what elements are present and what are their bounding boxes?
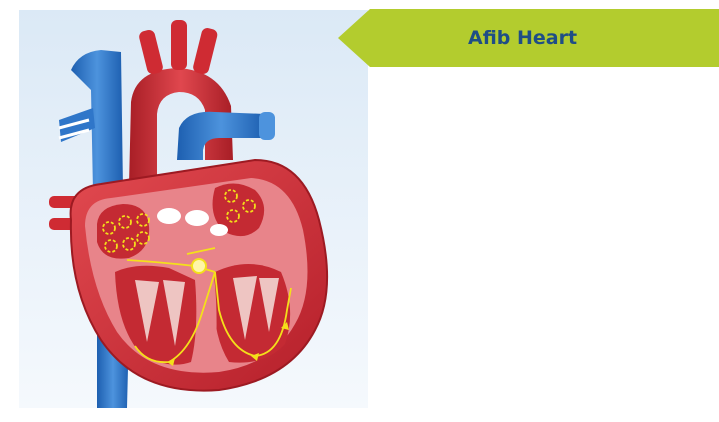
valve bbox=[210, 224, 228, 236]
av-node bbox=[192, 259, 206, 273]
artery-branch bbox=[171, 20, 187, 70]
heart-diagram-icon bbox=[19, 10, 368, 408]
valve bbox=[157, 208, 181, 224]
banner-title: Afib Heart bbox=[468, 9, 577, 67]
title-banner: Afib Heart bbox=[338, 9, 719, 67]
valve bbox=[185, 210, 209, 226]
heart-illustration bbox=[19, 10, 368, 408]
